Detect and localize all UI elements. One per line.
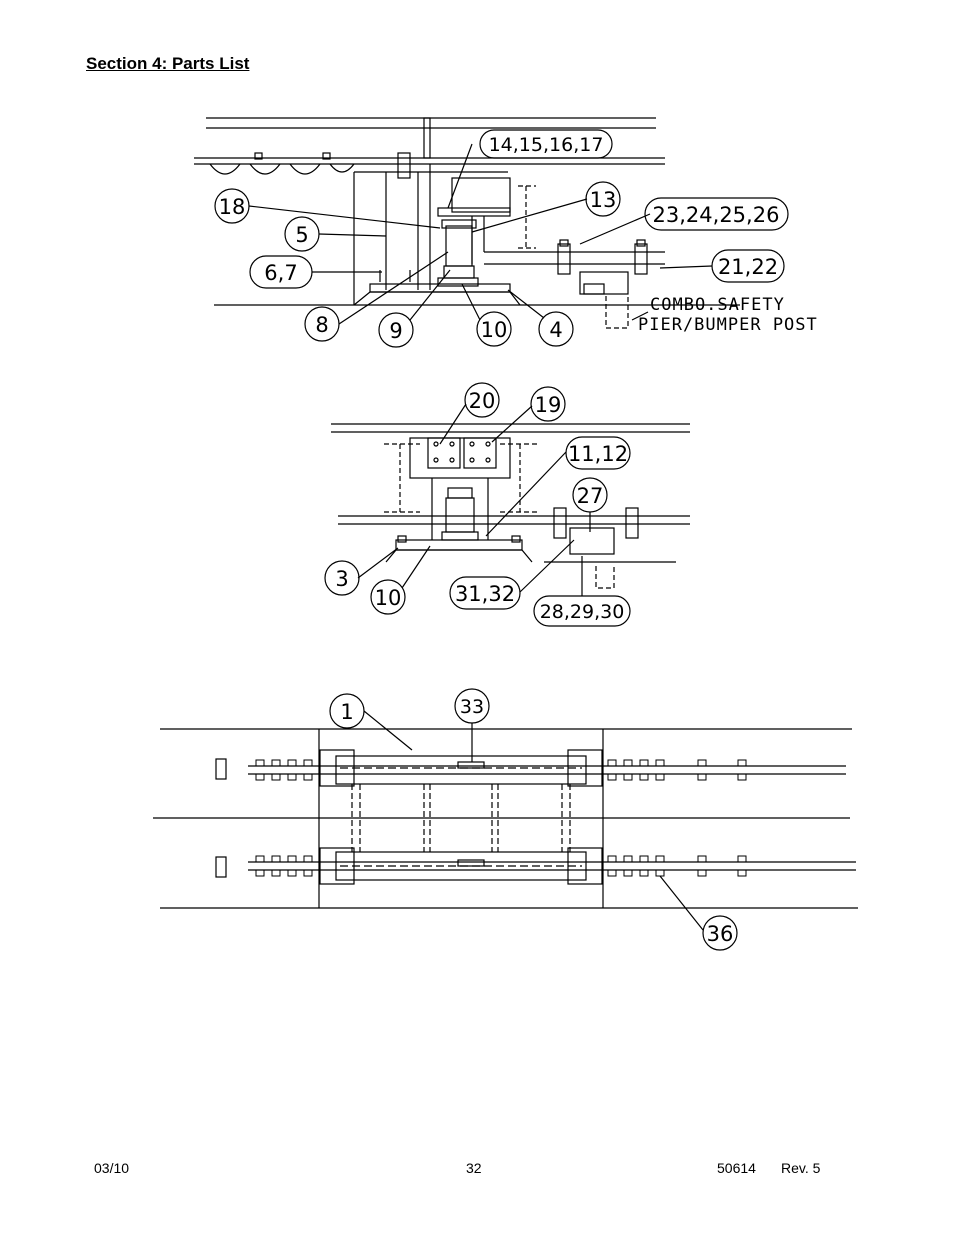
footer-doc-number: 50614	[717, 1160, 756, 1176]
callout-14-17: 14,15,16,17	[489, 134, 604, 156]
callout-36: 36	[707, 922, 734, 946]
callout-8: 8	[315, 313, 328, 337]
page-title: Section 4: Parts List	[86, 54, 250, 73]
diagram-2-end-view	[331, 423, 690, 589]
diagram-3-callouts	[329, 688, 738, 951]
callout-9: 9	[389, 319, 402, 343]
callout-5: 5	[295, 223, 308, 247]
diagram-1-side-view	[194, 117, 740, 329]
callout-20: 20	[469, 389, 496, 413]
callout-28-30: 28,29,30	[540, 601, 625, 623]
callout-27: 27	[577, 484, 604, 508]
callout-1: 1	[340, 700, 353, 724]
diagram-2-callouts	[324, 382, 631, 627]
callout-18: 18	[219, 195, 246, 219]
callout-33: 33	[460, 696, 484, 718]
diagram-3-top-view	[153, 728, 858, 909]
callout-19: 19	[535, 393, 562, 417]
combo-safety-note: COMBO.SAFETY	[650, 295, 785, 315]
callout-23-26: 23,24,25,26	[653, 203, 780, 227]
callout-10-top: 10	[481, 318, 508, 342]
callout-3: 3	[335, 567, 348, 591]
callout-10-mid: 10	[375, 586, 402, 610]
footer-page-number: 32	[466, 1160, 482, 1176]
callout-4: 4	[549, 318, 562, 342]
callout-13: 13	[590, 188, 617, 212]
callout-21-22: 21,22	[718, 255, 778, 279]
callout-11-12: 11,12	[568, 442, 628, 466]
footer-revision: Rev. 5	[781, 1160, 821, 1176]
footer-date: 03/10	[94, 1160, 130, 1176]
diagram-1-callouts	[214, 129, 789, 348]
callout-6-7: 6,7	[264, 261, 297, 285]
pier-bumper-note: PIER/BUMPER POST	[638, 315, 818, 335]
callout-31-32: 31,32	[455, 582, 515, 606]
